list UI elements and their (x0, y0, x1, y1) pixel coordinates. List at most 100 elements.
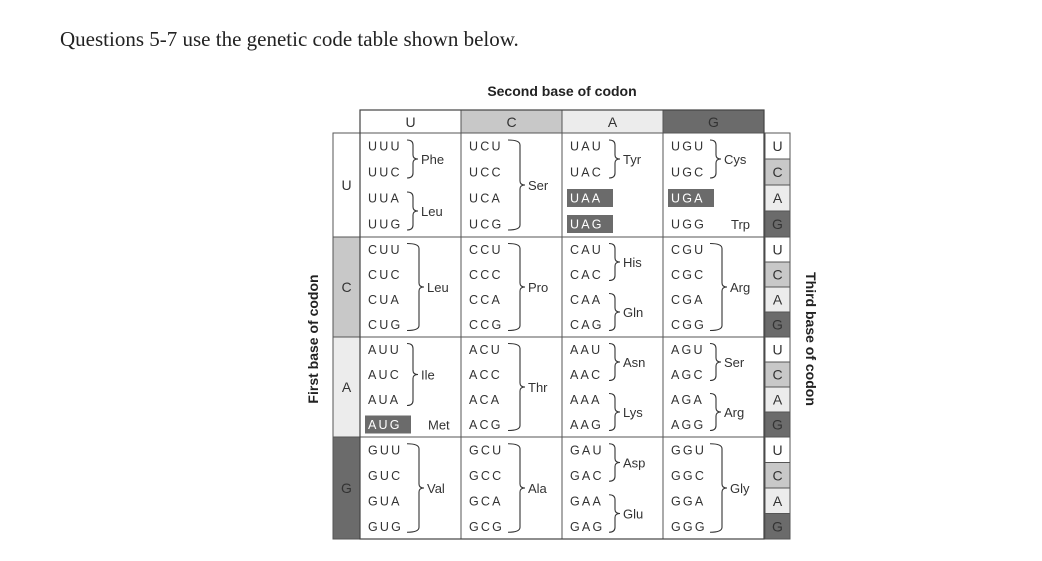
codon: GGA (671, 494, 705, 508)
codon-bracket (709, 392, 722, 432)
codon: CAA (570, 293, 602, 307)
codon-bracket (608, 392, 621, 432)
codon: CCA (469, 293, 502, 307)
codon: UAC (570, 166, 603, 180)
col-header-label-a: A (608, 114, 618, 130)
codon-bracket (709, 242, 728, 332)
codon-bracket (406, 443, 425, 533)
codon: GCC (469, 469, 503, 483)
codon: GCG (469, 520, 504, 534)
third-base-label: C (772, 164, 782, 180)
codon: AAG (570, 418, 603, 432)
codon: AGA (671, 393, 704, 407)
row-header-g (332, 436, 361, 540)
col-header-label-g: G (708, 114, 719, 130)
codon: UAU (570, 140, 603, 154)
codon: CCG (469, 318, 503, 332)
codon: CCU (469, 243, 503, 257)
codon-cell (460, 236, 563, 338)
codon: AGU (671, 343, 705, 357)
amino-acid-label: Leu (427, 280, 449, 295)
codon: UUG (368, 218, 402, 232)
codon-bracket (507, 139, 526, 231)
codon-bracket (406, 139, 419, 179)
amino-acid-label: Asp (623, 456, 645, 471)
codon: AUU (368, 343, 401, 357)
codon-bracket (709, 139, 722, 179)
codon-cell (460, 436, 563, 540)
third-base-label: U (772, 442, 782, 458)
third-base-cell (764, 286, 791, 313)
codon: ACA (469, 393, 501, 407)
codon-bracket (406, 242, 425, 332)
codon: GAC (570, 469, 604, 483)
codon: GUG (368, 520, 403, 534)
third-base-label: A (773, 392, 783, 408)
codon-cell (460, 336, 563, 438)
third-base-label: C (772, 467, 782, 483)
amino-acid-label: Ile (421, 368, 435, 383)
codon: CGU (671, 243, 705, 257)
codon-bracket (608, 342, 621, 382)
codon-bracket (709, 443, 728, 533)
codon-cell (662, 336, 765, 438)
amino-acid-label: Phe (421, 152, 444, 167)
codon-cell (359, 436, 462, 540)
codon: ACU (469, 343, 502, 357)
codon-bracket (608, 494, 621, 533)
amino-acid-label: Tyr (623, 152, 642, 167)
codon: CUU (368, 243, 402, 257)
codon: CCC (469, 268, 503, 282)
third-base-label: U (772, 138, 782, 154)
amino-acid-label: Glu (623, 507, 643, 522)
codon: ACG (469, 418, 503, 432)
first-base-title: First base of codon (305, 274, 321, 403)
codon-cell (662, 436, 765, 540)
codon: UCU (469, 140, 503, 154)
codon-bracket (608, 292, 621, 332)
codon-bracket (709, 342, 722, 382)
codon: AAA (570, 393, 602, 407)
third-base-label: A (773, 190, 783, 206)
codon: AGG (671, 418, 705, 432)
codon-highlight (365, 415, 411, 434)
codon: AAC (570, 368, 602, 382)
codon-bracket (406, 191, 419, 231)
codon: GAA (570, 494, 603, 508)
amino-acid-label: Arg (730, 280, 750, 295)
codon: UCA (469, 192, 502, 206)
table-frame (359, 109, 765, 540)
amino-acid-label: Lys (623, 405, 643, 420)
codon: GAU (570, 443, 604, 457)
third-base-label: U (772, 242, 782, 258)
codon: GCU (469, 443, 503, 457)
amino-acid-label: Pro (528, 280, 548, 295)
codon: UAG (570, 218, 604, 232)
codon: UAA (570, 192, 602, 206)
codon: GGU (671, 443, 706, 457)
codon: UGG (671, 218, 706, 232)
col-header-label-u: U (405, 114, 415, 130)
row-header-c (332, 236, 361, 338)
codon: GGG (671, 520, 707, 534)
col-header-label-c: C (506, 114, 516, 130)
amino-acid-label: Val (427, 481, 445, 496)
codon: UGA (671, 192, 705, 206)
codon: CAG (570, 318, 604, 332)
third-base-cell (764, 184, 791, 212)
codon-highlight (668, 189, 714, 207)
amino-acid-label: Ser (724, 355, 745, 370)
codon-bracket (608, 443, 621, 482)
third-base-label: G (772, 216, 783, 232)
third-base-label: G (772, 317, 783, 333)
codon: CUC (368, 268, 402, 282)
third-base-label: C (772, 267, 782, 283)
codon-bracket (608, 139, 621, 179)
amino-acid-label: Asn (623, 355, 645, 370)
codon: AUA (368, 393, 400, 407)
third-base-cell (764, 336, 791, 363)
third-base-cell (764, 236, 791, 263)
codon-bracket (406, 342, 419, 407)
third-base-label: G (772, 518, 783, 534)
codon: CAU (570, 243, 603, 257)
